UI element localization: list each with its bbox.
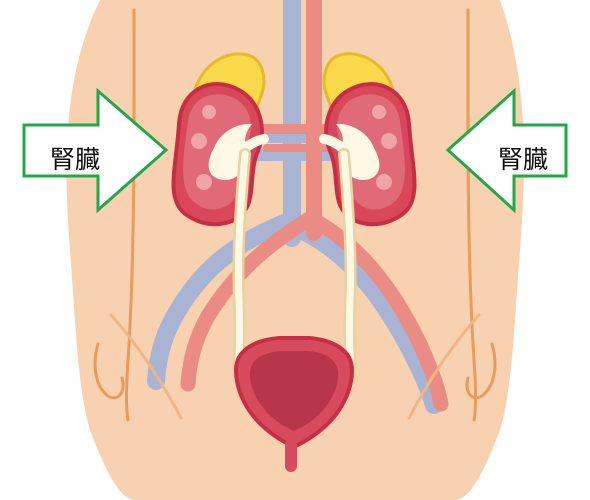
right-kidney — [324, 84, 414, 224]
left-arrow-label: 腎臓 — [50, 147, 100, 172]
right-arrow-label: 腎臓 — [498, 147, 548, 172]
